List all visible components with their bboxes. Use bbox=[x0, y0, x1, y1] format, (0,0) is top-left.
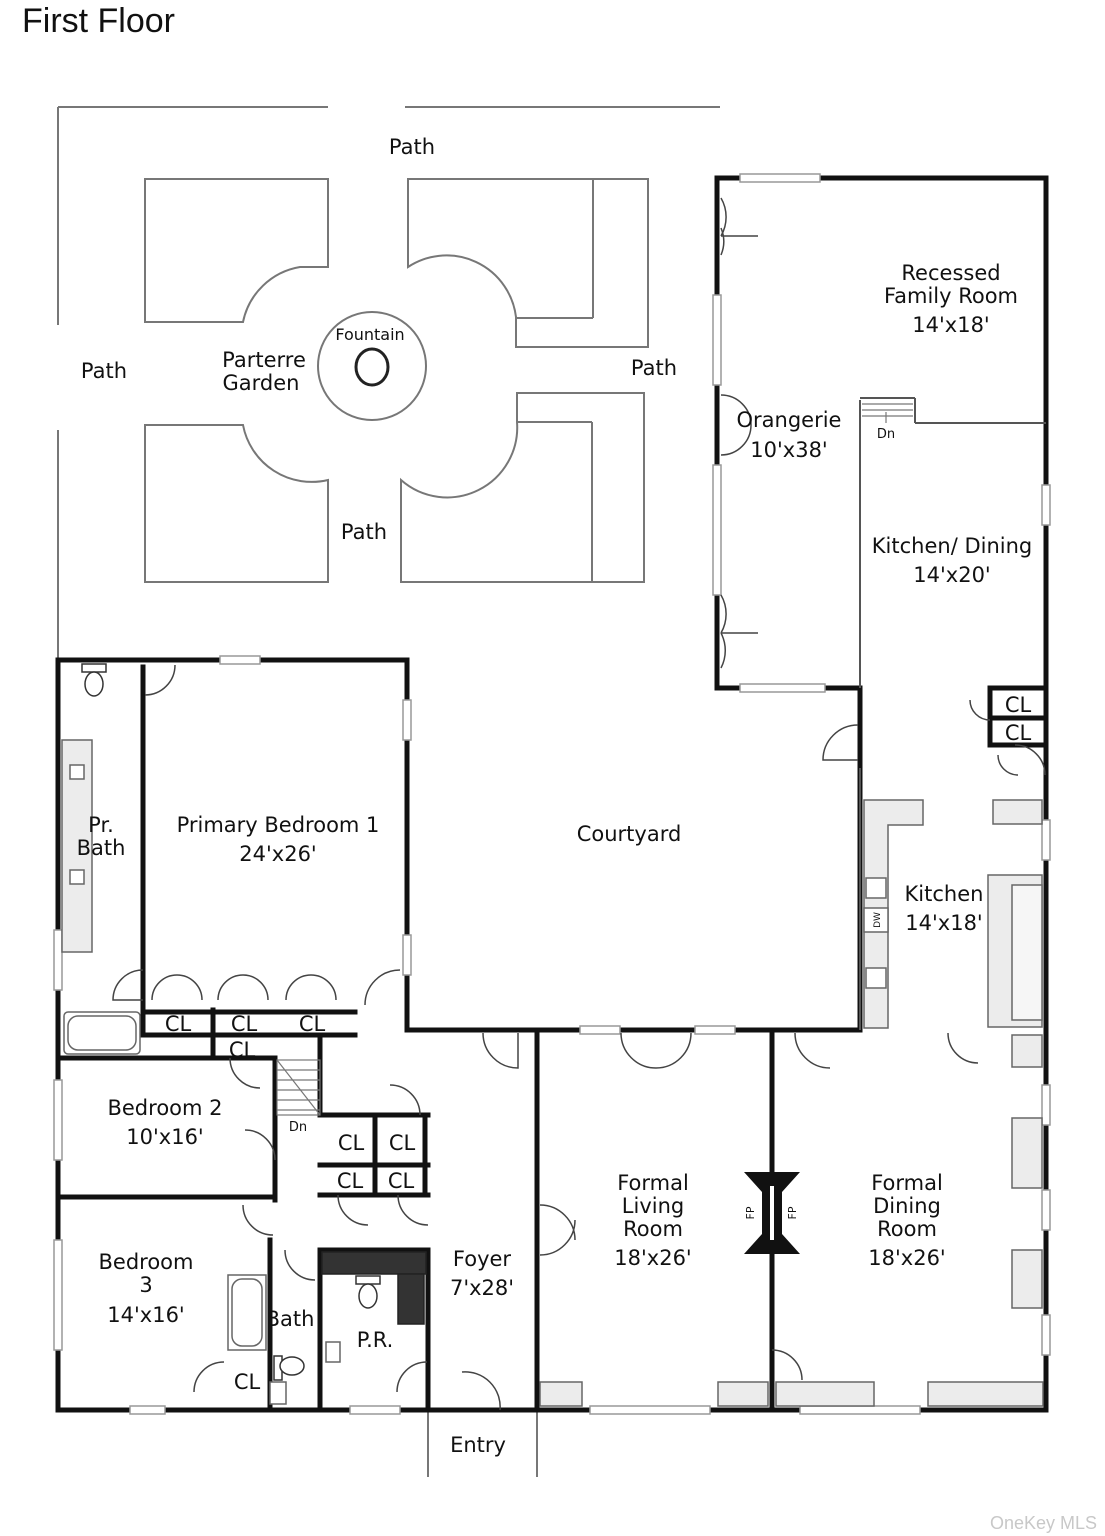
label-cl-h4: CL bbox=[388, 1169, 415, 1193]
label-pr-bath-2: Bath bbox=[77, 836, 126, 860]
label-pr: P.R. bbox=[357, 1328, 394, 1352]
label-pr-bath-1: Pr. bbox=[88, 813, 114, 837]
label-bath: Bath bbox=[266, 1307, 315, 1331]
toilets bbox=[81, 663, 381, 1381]
label-entry: Entry bbox=[450, 1433, 506, 1457]
label-kitchen: Kitchen bbox=[905, 882, 984, 906]
label-kitchen-dim: 14'x18' bbox=[905, 911, 982, 935]
label-primary-bedroom-dim: 24'x26' bbox=[239, 842, 316, 866]
label-path-right: Path bbox=[631, 356, 677, 380]
label-primary-bedroom: Primary Bedroom 1 bbox=[177, 813, 380, 837]
label-kitchen-dining: Kitchen/ Dining bbox=[872, 534, 1032, 558]
label-living-1: Formal bbox=[617, 1171, 689, 1195]
label-living-dim: 18'x26' bbox=[614, 1246, 691, 1270]
label-courtyard: Courtyard bbox=[577, 822, 682, 846]
garden-layout bbox=[57, 106, 720, 1477]
pr-counter bbox=[321, 1251, 427, 1275]
stairs-upper bbox=[862, 403, 913, 423]
label-cl-h3: CL bbox=[337, 1169, 364, 1193]
label-dining-1: Formal bbox=[871, 1171, 943, 1195]
label-cl-p2: CL bbox=[231, 1012, 258, 1036]
label-foyer-dim: 7'x28' bbox=[450, 1276, 514, 1300]
label-cl-b3: CL bbox=[234, 1370, 261, 1394]
label-bedroom3-2: 3 bbox=[139, 1273, 152, 1297]
label-cl-h2: CL bbox=[389, 1131, 416, 1155]
label-parterre-1: Parterre bbox=[222, 348, 306, 372]
label-dining-3: Room bbox=[877, 1217, 937, 1241]
label-recessed-dim: 14'x18' bbox=[912, 313, 989, 337]
fountain-center bbox=[354, 347, 390, 387]
label-foyer: Foyer bbox=[453, 1247, 512, 1271]
label-recessed-1: Recessed bbox=[901, 261, 1000, 285]
label-dining-dim: 18'x26' bbox=[868, 1246, 945, 1270]
label-kitchen-dining-dim: 14'x20' bbox=[913, 563, 990, 587]
label-path-center: Path bbox=[341, 520, 387, 544]
label-bedroom3-1: Bedroom bbox=[99, 1250, 194, 1274]
label-path-top: Path bbox=[389, 135, 435, 159]
fountain-basin bbox=[317, 311, 427, 421]
doors bbox=[112, 197, 1046, 1411]
stairs-lower bbox=[276, 1059, 321, 1116]
floor-title: First Floor bbox=[22, 2, 175, 40]
label-orangerie-dim: 10'x38' bbox=[750, 438, 827, 462]
label-stair-dn-lower: Dn bbox=[289, 1120, 307, 1135]
label-living-2: Living bbox=[622, 1194, 684, 1218]
label-living-3: Room bbox=[623, 1217, 683, 1241]
watermark: OneKey MLS bbox=[989, 1513, 1097, 1533]
label-bedroom2: Bedroom 2 bbox=[107, 1096, 222, 1120]
label-orangerie: Orangerie bbox=[737, 408, 842, 432]
label-dw: DW bbox=[873, 912, 883, 928]
fixtures bbox=[61, 739, 1044, 1407]
label-fountain: Fountain bbox=[335, 325, 404, 344]
label-fp-right: FP bbox=[786, 1206, 799, 1219]
label-parterre-2: Garden bbox=[223, 371, 300, 395]
label-cl-p3: CL bbox=[299, 1012, 326, 1036]
label-path-left: Path bbox=[81, 359, 127, 383]
interior-walls bbox=[859, 397, 1046, 1030]
label-cl-p4: CL bbox=[229, 1038, 256, 1062]
label-stair-dn-upper: Dn bbox=[877, 427, 895, 442]
label-cl-p1: CL bbox=[165, 1012, 192, 1036]
label-dining-2: Dining bbox=[873, 1194, 941, 1218]
label-cl-h1: CL bbox=[338, 1131, 365, 1155]
label-cl-k1: CL bbox=[1005, 693, 1032, 717]
label-fp-left: FP bbox=[744, 1206, 757, 1219]
label-bedroom3-dim: 14'x16' bbox=[107, 1303, 184, 1327]
label-recessed-2: Family Room bbox=[884, 284, 1018, 308]
label-bedroom2-dim: 10'x16' bbox=[126, 1125, 203, 1149]
windows bbox=[53, 173, 1051, 1415]
label-cl-k2: CL bbox=[1005, 721, 1032, 745]
exterior-walls bbox=[55, 175, 1049, 1413]
